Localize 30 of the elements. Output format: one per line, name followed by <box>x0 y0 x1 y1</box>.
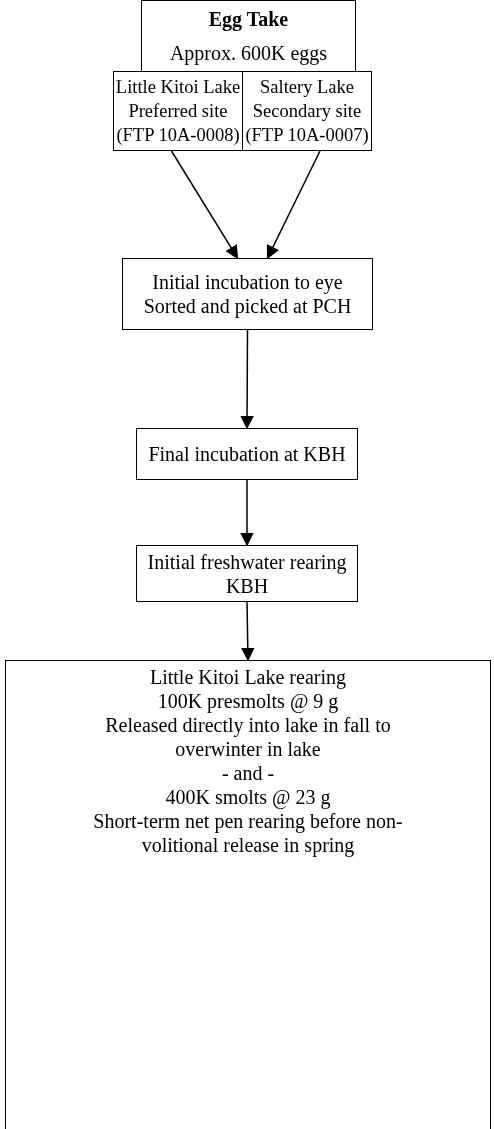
box-text: (FTP 10A-0007) <box>245 124 369 147</box>
process-box <box>136 545 358 602</box>
box-text: - and - <box>221 761 275 785</box>
box-text: Initial incubation to eye <box>152 270 343 294</box>
process-box <box>136 428 358 480</box>
arrow <box>241 601 255 662</box>
process-box <box>5 660 491 1129</box>
box-text: Saltery Lake <box>260 76 354 99</box>
box-text: Secondary site <box>252 100 362 123</box>
process-box <box>122 258 373 330</box>
box-text: (FTP 10A-0008) <box>116 124 240 147</box>
box-text: Initial freshwater rearing KBH <box>146 549 348 598</box>
box-text: Little Kitoi Lake rearing <box>149 665 346 689</box>
box-text: Released directly into lake in fall to overwinter in lake <box>104 713 392 761</box>
box-heading: Egg Take <box>208 7 289 31</box>
process-box <box>242 71 372 151</box>
process-box <box>113 71 243 151</box>
box-text: 100K presmolts @ 9 g <box>157 689 339 713</box>
box-text: Approx. 600K eggs <box>169 41 328 65</box>
box-text: Final incubation at KBH <box>148 442 346 466</box>
box-text: Little Kitoi Lake <box>115 76 241 99</box>
arrow <box>240 329 254 430</box>
box-text: Short-term net pen rearing before non-volitional release in spring <box>92 809 404 857</box>
arrow <box>266 150 321 260</box>
arrow <box>240 479 254 547</box>
box-text: Sorted and picked at PCH <box>143 294 352 318</box>
process-box <box>141 0 356 72</box>
box-text: Preferred site <box>128 100 228 123</box>
box-text: 400K smolts @ 23 g <box>165 785 331 809</box>
arrow <box>170 150 239 260</box>
